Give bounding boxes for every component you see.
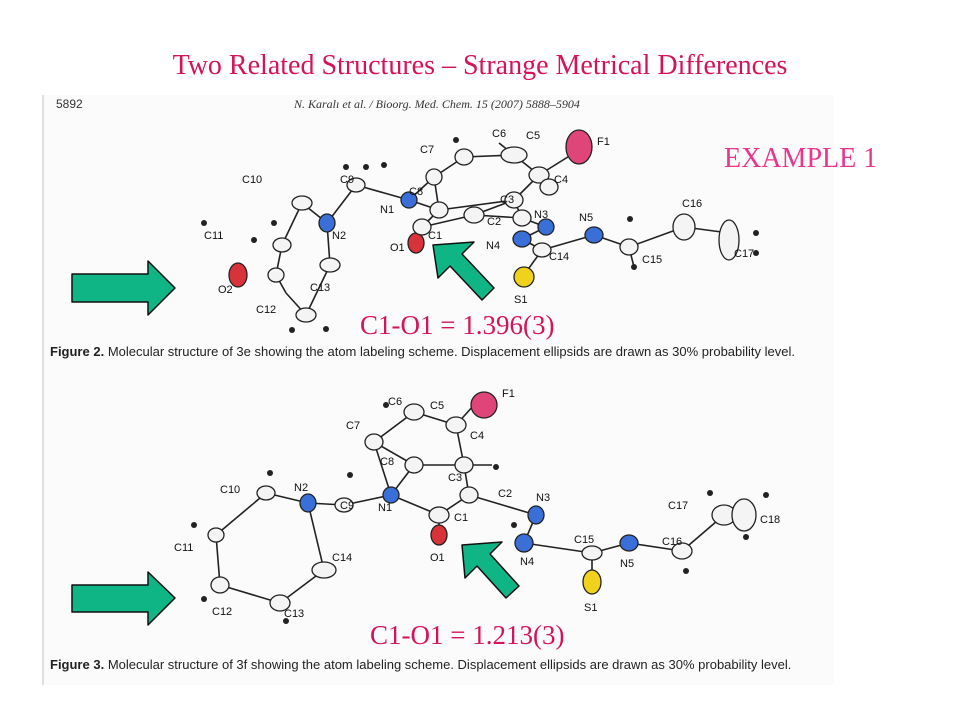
atom-label-O2: O2: [218, 284, 233, 296]
atom-label-C9: C9: [340, 174, 354, 186]
atom-label-C18: C18: [760, 514, 780, 526]
atom-label-N5: N5: [620, 558, 634, 570]
atom-label-C10: C10: [242, 174, 262, 186]
atom-label-O1: O1: [430, 552, 445, 564]
atom-label-C14: C14: [332, 552, 352, 564]
slide-title: Two Related Structures – Strange Metrica…: [172, 50, 788, 81]
atom-label-C6: C6: [388, 396, 402, 408]
atom-label-N2: N2: [332, 230, 346, 242]
running-head: N. Karalı et al. / Bioorg. Med. Chem. 15…: [294, 97, 580, 111]
atom-label-S1: S1: [584, 602, 597, 614]
figure-2-text: Molecular structure of 3e showing the at…: [107, 344, 795, 359]
atom-label-C3: C3: [448, 472, 462, 484]
atom-label-N1: N1: [380, 204, 394, 216]
figure-3-label: Figure 3.: [50, 657, 105, 672]
atom-label-C7: C7: [420, 144, 434, 156]
atom-label-C17: C17: [668, 500, 688, 512]
figure-2-caption: Figure 2. Molecular structure of 3e show…: [50, 344, 795, 359]
atom-label-C8: C8: [409, 186, 423, 198]
atom-label-C12: C12: [212, 606, 232, 618]
atom-label-C4: C4: [554, 174, 568, 186]
bond-length-3f: C1-O1 = 1.213(3): [370, 620, 565, 650]
atom-label-C8: C8: [380, 456, 394, 468]
molecule-3f-diagram: F1 C6 C5 C7 C4 C8 C3 C10 N2 C9 N1 C2 N3 …: [174, 388, 780, 624]
atom-label-C10: C10: [220, 484, 240, 496]
atom-label-O1: O1: [390, 242, 405, 254]
atom-label-C2: C2: [487, 216, 501, 228]
figure-2-label: Figure 2.: [50, 344, 105, 359]
atom-label-C1: C1: [454, 512, 468, 524]
atom-label-N1: N1: [378, 502, 392, 514]
atom-label-C9: C9: [340, 500, 354, 512]
atom-label-C16: C16: [662, 536, 682, 548]
figure-3-caption: Figure 3. Molecular structure of 3f show…: [50, 657, 791, 672]
atom-label-C6: C6: [492, 128, 506, 140]
atom-label-N3: N3: [536, 492, 550, 504]
atom-label-N4: N4: [520, 556, 534, 568]
atom-label-C3: C3: [500, 194, 514, 206]
atom-label-S1: S1: [514, 294, 527, 306]
atom-label-C15: C15: [642, 254, 662, 266]
bond-length-3e: C1-O1 = 1.396(3): [360, 310, 555, 340]
atom-label-C17: C17: [734, 248, 754, 260]
atom-label-F1: F1: [597, 136, 610, 148]
atom-label-C1: C1: [428, 230, 442, 242]
atom-label-C13: C13: [310, 282, 330, 294]
atom-label-N2: N2: [294, 482, 308, 494]
atom-label-C7: C7: [346, 420, 360, 432]
atom-label-C11: C11: [204, 230, 223, 242]
atom-label-C5: C5: [430, 400, 444, 412]
atom-label-N3: N3: [534, 209, 548, 221]
atom-label-C16: C16: [682, 198, 702, 210]
atom-label-C4: C4: [470, 430, 484, 442]
atom-label-C12: C12: [256, 304, 276, 316]
atom-label-F1: F1: [502, 388, 515, 400]
paper-scan: 5892 N. Karalı et al. / Bioorg. Med. Che…: [42, 95, 834, 685]
atom-label-N4: N4: [486, 240, 500, 252]
atom-label-C13: C13: [284, 608, 304, 620]
atom-label-C11: C11: [174, 542, 193, 554]
example-label: EXAMPLE 1: [724, 143, 878, 174]
figure-3-text: Molecular structure of 3f showing the at…: [107, 657, 792, 672]
molecule-3e-diagram: F1 C6 C5 C7 C4 C10 C9 C8 N1 C3 C2 N3 N5 …: [201, 128, 759, 333]
page-number: 5892: [56, 97, 83, 111]
atom-label-C14: C14: [549, 251, 569, 263]
atom-label-C5: C5: [526, 130, 540, 142]
atom-label-C15: C15: [574, 534, 594, 546]
atom-label-C2: C2: [498, 488, 512, 500]
atom-label-N5: N5: [579, 212, 593, 224]
